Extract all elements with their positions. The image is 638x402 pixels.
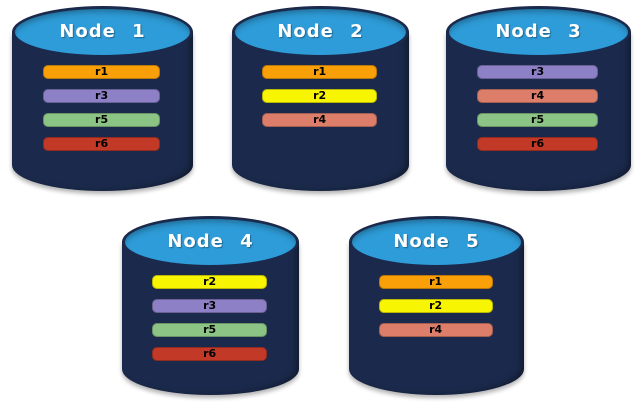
- node-cylinder-5: Node 5 r1 r2 r4: [349, 216, 524, 395]
- replica-bar-r1: r1: [42, 65, 161, 79]
- replica-label: r4: [531, 89, 545, 102]
- node-cylinder-2: Node 2 r1 r2 r4: [232, 6, 409, 191]
- replica-list: r3 r4 r5 r6: [477, 65, 598, 151]
- replica-bar-r5: r5: [477, 113, 598, 127]
- replica-label: r2: [313, 89, 327, 102]
- replica-label: r3: [531, 65, 545, 78]
- replica-label: r1: [313, 65, 327, 78]
- replica-label: r5: [203, 323, 217, 336]
- replica-list: r1 r3 r5 r6: [42, 65, 161, 151]
- replica-label: r4: [313, 113, 327, 126]
- replica-bar-r4: r4: [262, 113, 378, 127]
- node-label: Node 2: [277, 20, 364, 42]
- replica-label: r3: [95, 89, 109, 102]
- replica-label: r6: [531, 137, 545, 150]
- node-cylinder-4: Node 4 r2 r3 r5 r6: [122, 216, 299, 395]
- node-label: Node 3: [495, 20, 582, 42]
- replica-list: r1 r2 r4: [378, 275, 493, 337]
- node-label: Node 4: [167, 230, 254, 252]
- cylinder-top: Node 3: [446, 6, 631, 58]
- node-cylinder-1: Node 1 r1 r3 r5 r6: [12, 6, 193, 191]
- replica-label: r2: [203, 275, 217, 288]
- replica-label: r1: [429, 275, 443, 288]
- node-label: Node 1: [59, 20, 146, 42]
- cylinder-top: Node 1: [12, 6, 193, 58]
- replica-label: r2: [429, 299, 443, 312]
- replica-bar-r2: r2: [152, 275, 268, 289]
- node-cylinder-3: Node 3 r3 r4 r5 r6: [446, 6, 631, 191]
- replica-bar-r3: r3: [477, 65, 598, 79]
- cylinder-top: Node 2: [232, 6, 409, 58]
- replica-bar-r2: r2: [378, 299, 493, 313]
- node-label: Node 5: [393, 230, 480, 252]
- replica-bar-r1: r1: [262, 65, 378, 79]
- replica-bar-r3: r3: [152, 299, 268, 313]
- replica-label: r4: [429, 323, 443, 336]
- replica-list: r1 r2 r4: [262, 65, 378, 127]
- replica-label: r6: [95, 137, 109, 150]
- replica-label: r1: [95, 65, 109, 78]
- replica-label: r5: [531, 113, 545, 126]
- replica-bar-r1: r1: [378, 275, 493, 289]
- replica-bar-r6: r6: [42, 137, 161, 151]
- replica-bar-r5: r5: [152, 323, 268, 337]
- replica-label: r3: [203, 299, 217, 312]
- replica-bar-r6: r6: [152, 347, 268, 361]
- replica-label: r6: [203, 347, 217, 360]
- replica-list: r2 r3 r5 r6: [152, 275, 268, 361]
- cylinder-top: Node 4: [122, 216, 299, 268]
- replica-bar-r6: r6: [477, 137, 598, 151]
- replica-bar-r2: r2: [262, 89, 378, 103]
- replica-label: r5: [95, 113, 109, 126]
- replica-bar-r4: r4: [477, 89, 598, 103]
- cylinder-top: Node 5: [349, 216, 524, 268]
- replica-bar-r3: r3: [42, 89, 161, 103]
- replica-bar-r4: r4: [378, 323, 493, 337]
- replica-bar-r5: r5: [42, 113, 161, 127]
